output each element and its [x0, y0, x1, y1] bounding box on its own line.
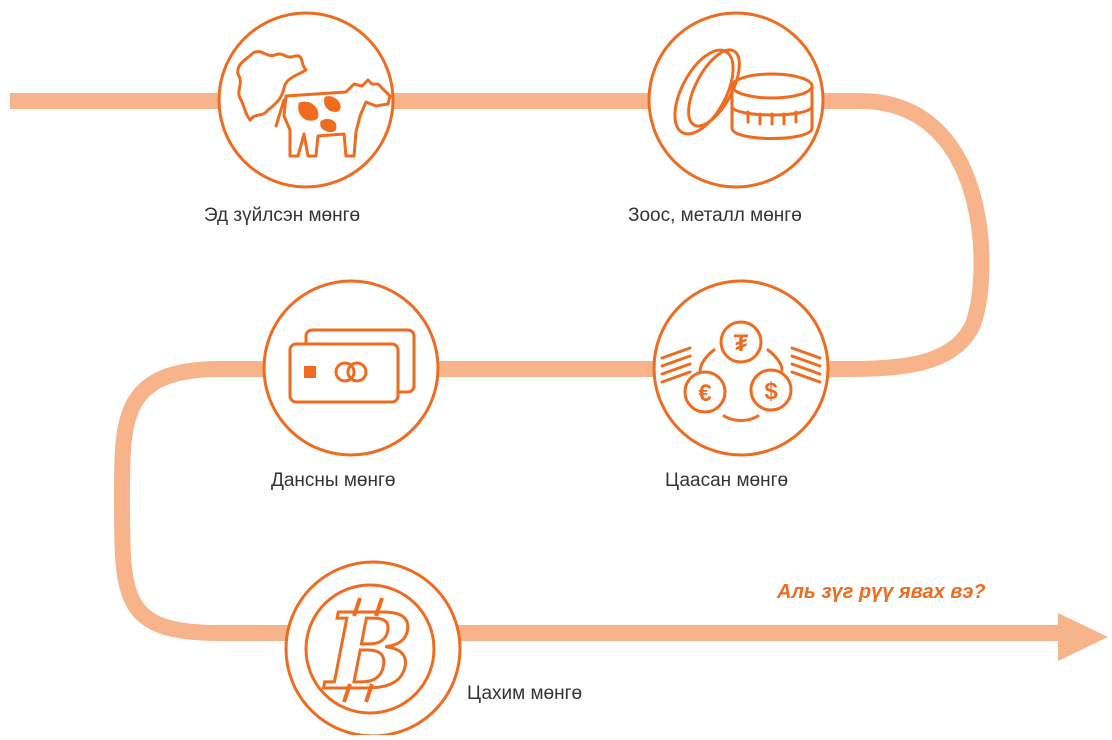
evolution-path — [10, 93, 1060, 641]
coins-icon — [673, 48, 814, 140]
stage-label-coin: Зоос, металл мөнгө — [628, 205, 802, 226]
svg-text:€: € — [698, 380, 711, 407]
bank-card-icon — [288, 328, 416, 404]
svg-text:$: $ — [764, 378, 778, 405]
direction-question: Аль зүг рүү явах вэ? — [777, 581, 986, 603]
currency-exchange-icon: ₮ € $ — [660, 320, 822, 422]
path-arrowhead — [1058, 613, 1108, 661]
stage-goods-money — [217, 11, 395, 189]
svg-text:₮: ₮ — [734, 330, 749, 357]
stage-label-digital: Цахим мөнгө — [467, 683, 583, 704]
stage-paper-money: ₮ € $ — [652, 279, 830, 457]
stage-coin-money — [647, 11, 825, 189]
bitcoin-icon: B — [304, 583, 436, 715]
stage-account-money — [262, 279, 440, 457]
stage-label-account: Дансны мөнгө — [271, 470, 396, 491]
stage-digital-money: B — [284, 560, 462, 738]
stage-label-paper: Цаасан мөнгө — [665, 470, 789, 491]
cow-leather-icon — [236, 50, 392, 158]
stage-label-goods: Эд зүйлсэн мөнгө — [204, 205, 361, 226]
